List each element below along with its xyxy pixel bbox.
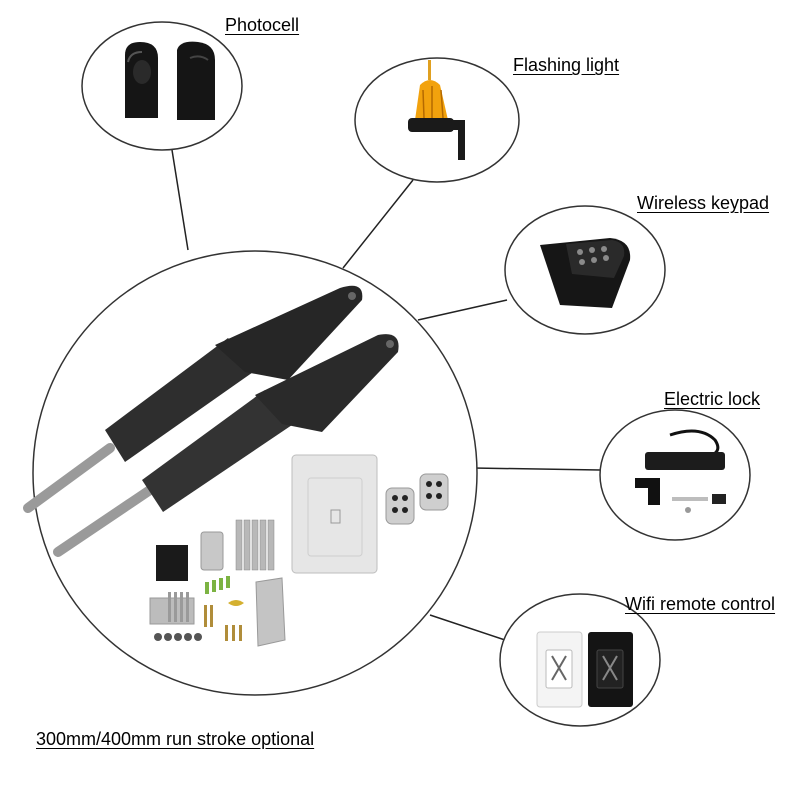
flashing-light-label: Flashing light	[513, 55, 620, 75]
connector-flashing-light	[342, 179, 414, 269]
photocell-image	[125, 41, 215, 120]
stroke-note: 300mm/400mm run stroke optional	[36, 729, 315, 749]
electric-lock-circle	[599, 409, 751, 541]
actuator-front	[53, 334, 399, 557]
connector-photocell	[171, 149, 189, 251]
wifi-remote-label: Wifi remote control	[625, 594, 776, 614]
electric-lock-image	[635, 429, 726, 513]
mounting-hardware	[149, 519, 286, 647]
wifi-remote-image	[536, 631, 633, 708]
wireless-keypad-label: Wireless keypad	[637, 193, 770, 213]
connector-wifi-remote	[429, 614, 506, 641]
electric-lock-label: Electric lock	[664, 389, 761, 409]
photocell-circle	[81, 21, 243, 151]
connector-electric-lock	[472, 467, 601, 471]
control-box	[291, 454, 378, 574]
flashing-light-image	[408, 60, 465, 160]
actuator-rear	[23, 285, 363, 513]
connector-lines	[171, 149, 601, 641]
connector-keypad	[417, 299, 508, 321]
remote-fobs	[385, 473, 449, 525]
keypad-image	[540, 238, 631, 308]
main-kit-circle	[32, 250, 478, 696]
actuators	[23, 285, 399, 557]
photocell-label: Photocell	[225, 15, 300, 35]
